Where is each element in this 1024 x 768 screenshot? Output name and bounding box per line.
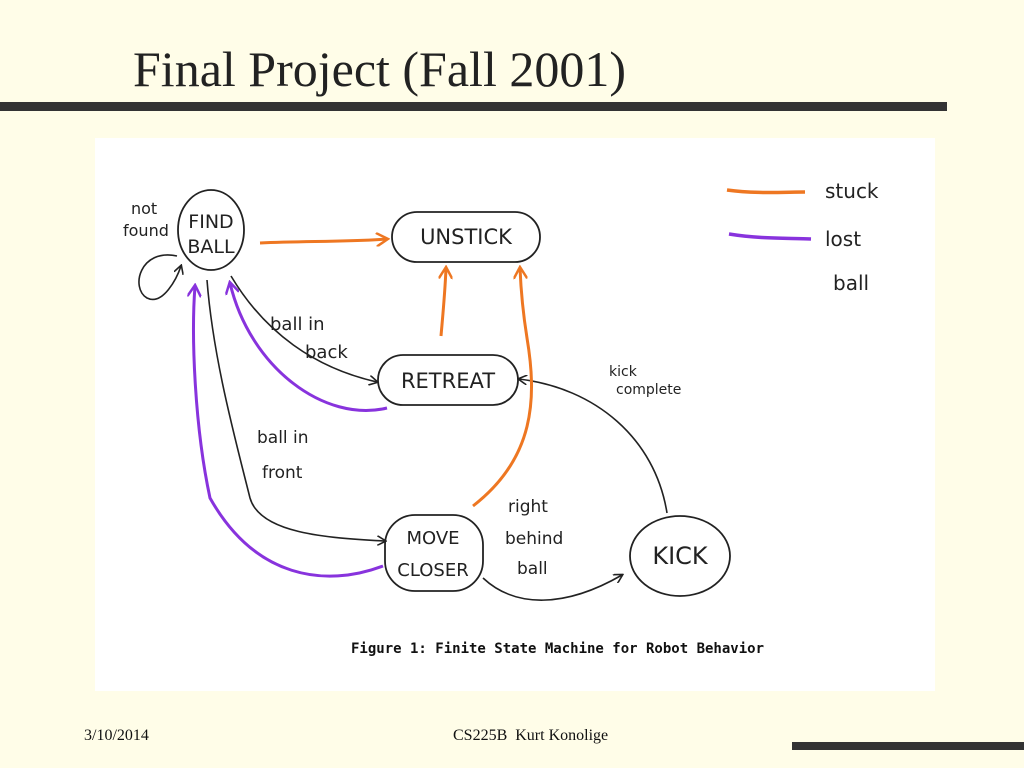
state-find-ball-label-2: BALL <box>187 236 235 258</box>
label-not-found-2: found <box>123 221 169 240</box>
state-retreat: RETREAT <box>377 354 519 406</box>
title-rule <box>0 102 947 111</box>
state-retreat-label: RETREAT <box>401 369 495 393</box>
edge-right-behind-ball <box>482 575 622 601</box>
state-move-closer: MOVE CLOSER <box>384 514 484 592</box>
edge-stuck-move-to-unstick <box>472 268 534 508</box>
legend-lost-ball-swatch <box>728 232 812 241</box>
label-right-behind-ball-1: right <box>508 497 548 517</box>
label-ball-in-back-2: back <box>305 342 348 363</box>
footer-date: 3/10/2014 <box>84 727 149 744</box>
legend: stuck lost ball <box>726 179 879 295</box>
state-unstick: UNSTICK <box>391 211 541 263</box>
fsm-figure: FIND BALL UNSTICK RETREAT MOVE CLOSER KI… <box>95 138 935 691</box>
state-move-closer-label-2: CLOSER <box>397 560 468 581</box>
footer-course: CS225B Kurt Konolige <box>453 727 609 744</box>
edge-lost-retreat-to-find <box>230 283 388 412</box>
edge-kick-complete <box>519 379 668 514</box>
state-kick: KICK <box>629 515 731 597</box>
state-kick-label: KICK <box>652 542 709 570</box>
state-move-closer-label-1: MOVE <box>406 528 459 549</box>
label-right-behind-ball-2: behind <box>505 529 563 549</box>
label-not-found-1: not <box>131 199 157 218</box>
fsm-diagram: FIND BALL UNSTICK RETREAT MOVE CLOSER KI… <box>123 179 879 657</box>
slide-title: Final Project (Fall 2001) <box>133 41 626 97</box>
state-find-ball-label-1: FIND <box>188 211 233 233</box>
edge-stuck-find-to-unstick <box>259 239 387 243</box>
state-find-ball: FIND BALL <box>177 189 245 271</box>
footer-rule <box>792 742 1024 750</box>
legend-stuck-label: stuck <box>825 179 879 203</box>
edge-stuck-retreat-to-unstick <box>441 268 446 337</box>
legend-stuck-swatch <box>726 188 806 195</box>
label-kick-complete-1: kick <box>609 364 638 380</box>
edge-lost-move-to-find <box>194 286 384 578</box>
edge-not-found-loop <box>138 254 181 301</box>
state-unstick-label: UNSTICK <box>420 225 513 249</box>
legend-lost-ball-label-1: lost <box>825 227 861 251</box>
edge-ball-in-back <box>230 275 377 382</box>
legend-lost-ball-label-2: ball <box>833 271 869 295</box>
label-kick-complete-2: complete <box>616 382 681 398</box>
label-right-behind-ball-3: ball <box>517 559 548 579</box>
edge-ball-in-front <box>206 279 385 541</box>
figure-caption: Figure 1: Finite State Machine for Robot… <box>351 641 764 657</box>
label-ball-in-front-2: front <box>262 463 303 483</box>
label-ball-in-front-1: ball in <box>257 428 309 448</box>
label-ball-in-back-1: ball in <box>270 314 325 335</box>
